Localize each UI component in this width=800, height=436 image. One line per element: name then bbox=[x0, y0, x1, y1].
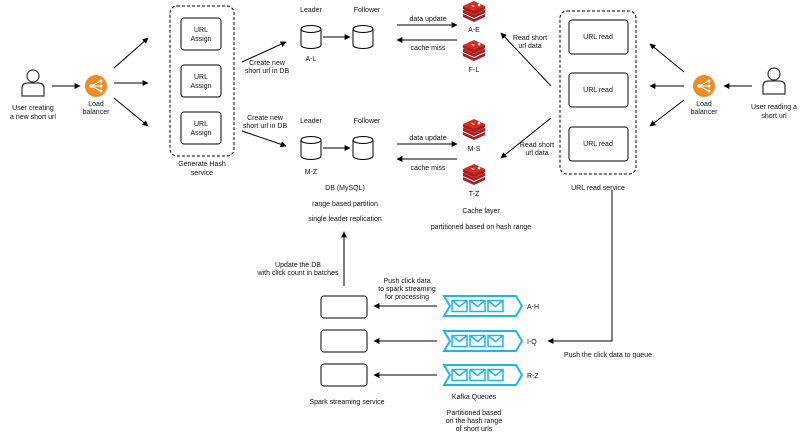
arrow-create-shard-2 bbox=[241, 130, 287, 148]
read-label-1b: url data bbox=[518, 43, 541, 50]
read-label-2b: url data bbox=[525, 150, 548, 157]
spark-service-label: Spark streaming service bbox=[309, 399, 384, 406]
create-label-2a: Create new bbox=[247, 115, 284, 122]
create-label-2b: short url in DB bbox=[243, 123, 288, 130]
reader-user: User reading a short url bbox=[751, 67, 797, 120]
message-queue-icon bbox=[444, 296, 522, 316]
load-balancer-icon bbox=[692, 74, 716, 98]
data-update-label-2: data update bbox=[410, 135, 447, 142]
arrow-push-click-data bbox=[547, 190, 613, 344]
push-spark-label-2: to spark streaming bbox=[378, 286, 436, 293]
follower-label-1: Follower bbox=[354, 7, 381, 14]
message-queue-icon bbox=[444, 331, 522, 351]
url-read-2-label: URL read bbox=[583, 87, 613, 94]
reader-user-label-1: User reading a bbox=[751, 104, 797, 111]
database-icon bbox=[352, 136, 374, 160]
cache-miss-label-2: cache miss bbox=[410, 165, 446, 172]
reader-user-label-2: short url bbox=[761, 113, 787, 120]
redis-cache-icon bbox=[463, 1, 485, 22]
reader-load-balancer: Load balancer bbox=[691, 74, 719, 116]
url-assign-2-line2: Assign bbox=[190, 83, 211, 90]
data-update-label-1: data update bbox=[410, 16, 447, 23]
url-assign-box-2: URL Assign bbox=[180, 64, 222, 98]
url-read-3-label: URL read bbox=[583, 141, 613, 148]
spark-worker-box-2 bbox=[320, 329, 368, 353]
arrow-read-short-url-1 bbox=[500, 32, 552, 87]
leader-label-2: Leader bbox=[300, 118, 322, 125]
push-spark-label-3: for processing bbox=[385, 294, 429, 301]
cache-node-2: F-L bbox=[469, 67, 480, 74]
url-assign-1-line2: Assign bbox=[190, 36, 211, 43]
arrow-lb-to-read-1 bbox=[649, 43, 685, 73]
arrow-create-shard-1 bbox=[241, 41, 287, 63]
kafka-note-1: Partitioned based bbox=[447, 410, 502, 417]
url-read-box-2: URL read bbox=[568, 72, 629, 108]
arrow-lb-to-assign-1 bbox=[113, 37, 149, 69]
arrow-lb-to-read-3 bbox=[649, 99, 685, 127]
create-label-1b: short url in DB bbox=[245, 68, 290, 75]
cache-miss-label-1: cache miss bbox=[410, 45, 446, 52]
database-icon bbox=[300, 136, 322, 160]
writer-lb-label-1: Load bbox=[88, 101, 104, 108]
leader-label-1: Leader bbox=[300, 7, 322, 14]
redis-cache-icon bbox=[463, 164, 485, 185]
writer-load-balancer: Load balancer bbox=[83, 74, 111, 116]
redis-cache-icon bbox=[463, 119, 485, 140]
read-label-2a: Read short bbox=[520, 142, 554, 149]
user-icon bbox=[21, 69, 45, 97]
url-read-1-label: URL read bbox=[583, 34, 613, 41]
kafka-title: Kafka Queues bbox=[452, 394, 497, 401]
writer-lb-label-2: balancer bbox=[83, 109, 111, 116]
db-note-2: single leader replication bbox=[308, 216, 382, 223]
cache-note: partitioned based on hash range bbox=[431, 224, 532, 231]
kafka-queue-1: A-H bbox=[527, 304, 539, 311]
writer-user: User creating a new short url bbox=[10, 69, 56, 121]
url-read-box-3: URL read bbox=[568, 126, 629, 162]
follower-label-2: Follower bbox=[354, 118, 381, 125]
push-queue-label: Push the click data to queue bbox=[564, 352, 652, 359]
arrow-lb-to-assign-3 bbox=[113, 97, 149, 127]
cache-node-3: M-S bbox=[468, 146, 481, 153]
db-title: DB (MySQL) bbox=[325, 185, 365, 192]
load-balancer-icon bbox=[84, 74, 108, 98]
hash-service-label-2: service bbox=[191, 170, 213, 177]
kafka-queue-2: I-Q bbox=[527, 339, 537, 346]
url-read-service-label: URL read service bbox=[571, 185, 625, 192]
kafka-note-3: of short urls bbox=[456, 426, 493, 433]
url-assign-box-1: URL Assign bbox=[180, 17, 222, 51]
url-read-box-1: URL read bbox=[568, 19, 629, 55]
hash-service-label-1: Generate Hash bbox=[178, 161, 226, 168]
cache-title: Cache layer bbox=[462, 208, 500, 215]
reader-lb-label-2: balancer bbox=[691, 109, 719, 116]
push-spark-label-1: Push click data bbox=[383, 278, 430, 285]
db-note-1: range based partition bbox=[312, 201, 378, 208]
update-db-label-1: Update the DB bbox=[275, 262, 321, 269]
reader-lb-label-1: Load bbox=[696, 101, 712, 108]
url-assign-box-3: URL Assign bbox=[180, 111, 222, 145]
url-assign-2-line1: URL bbox=[194, 74, 208, 81]
spark-worker-box-3 bbox=[320, 363, 368, 387]
writer-user-label-1: User creating bbox=[12, 105, 54, 112]
redis-cache-icon bbox=[463, 40, 485, 61]
shard-label-2: M-Z bbox=[305, 169, 318, 176]
create-label-1a: Create new bbox=[249, 60, 286, 67]
kafka-note-2: on the hash range bbox=[446, 418, 503, 425]
url-assign-1-line1: URL bbox=[194, 27, 208, 34]
writer-user-label-2: a new short url bbox=[10, 114, 56, 121]
arrow-read-short-url-2 bbox=[500, 117, 552, 159]
url-assign-3-line1: URL bbox=[194, 121, 208, 128]
message-queue-icon bbox=[444, 365, 522, 385]
spark-worker-box-1 bbox=[320, 295, 368, 319]
cache-node-4: T-Z bbox=[469, 191, 480, 198]
update-db-label-2: with click count in batches bbox=[257, 270, 339, 277]
kafka-queue-3: R-Z bbox=[527, 373, 539, 380]
url-assign-3-line2: Assign bbox=[190, 130, 211, 137]
database-icon bbox=[300, 25, 322, 49]
read-label-1a: Read short bbox=[513, 35, 547, 42]
database-icon bbox=[352, 25, 374, 49]
shard-label-1: A-L bbox=[306, 56, 317, 63]
cache-node-1: A-E bbox=[468, 27, 480, 34]
user-icon bbox=[762, 67, 786, 95]
